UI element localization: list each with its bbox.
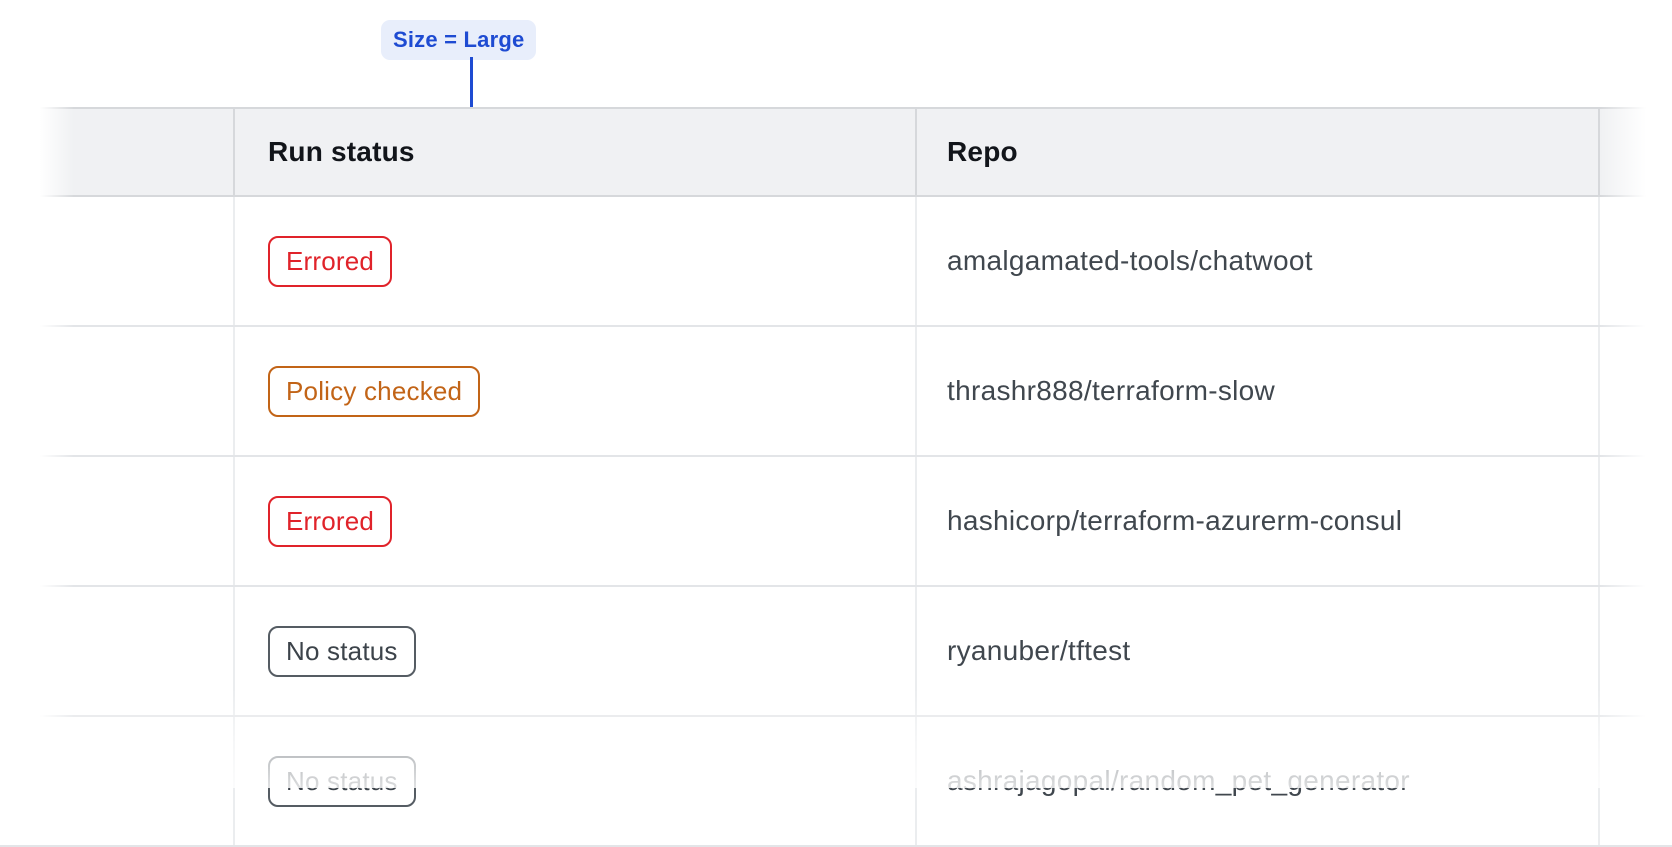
repo-cell: hashicorp/terraform-azurerm-consul <box>915 457 1598 585</box>
workspaces-table: Run status Repo Errored amalgamated-tool… <box>0 107 1672 847</box>
repo-name: ashrajagopal/random_pet_generator <box>947 765 1410 796</box>
row-trailing-cell <box>1598 197 1672 325</box>
repo-name: hashicorp/terraform-azurerm-consul <box>947 505 1403 536</box>
run-status-badge: Errored <box>268 235 393 287</box>
row-leading-cell <box>0 457 233 585</box>
table-row[interactable]: Policy checked thrashr888/terraform-slow <box>0 327 1672 457</box>
run-status-header-label: Run status <box>268 136 415 167</box>
row-trailing-cell <box>1598 457 1672 585</box>
repo-name: thrashr888/terraform-slow <box>947 375 1276 406</box>
repo-name: ryanuber/tftest <box>947 635 1131 666</box>
table-row[interactable]: No status ashrajagopal/random_pet_genera… <box>0 717 1672 847</box>
header-repo: Repo <box>915 109 1598 195</box>
row-leading-cell <box>0 717 233 845</box>
run-status-cell: No status <box>233 587 915 715</box>
row-leading-cell <box>0 327 233 455</box>
table-body: Errored amalgamated-tools/chatwoot Polic… <box>0 197 1672 847</box>
run-status-badge: Policy checked <box>268 365 481 417</box>
run-status-cell: No status <box>233 717 915 845</box>
repo-cell: ryanuber/tftest <box>915 587 1598 715</box>
annotation-chip: Size = Large <box>381 20 537 60</box>
header-trailing-cell <box>1598 109 1672 195</box>
repo-cell: ashrajagopal/random_pet_generator <box>915 717 1598 845</box>
repo-header-label: Repo <box>947 136 1018 167</box>
table-row[interactable]: Errored hashicorp/terraform-azurerm-cons… <box>0 457 1672 587</box>
header-run-status: Run status <box>233 109 915 195</box>
table-header-row: Run status Repo <box>0 107 1672 197</box>
row-leading-cell <box>0 587 233 715</box>
header-leading-cell <box>0 109 233 195</box>
repo-cell: amalgamated-tools/chatwoot <box>915 197 1598 325</box>
run-status-cell: Errored <box>233 197 915 325</box>
row-trailing-cell <box>1598 327 1672 455</box>
row-leading-cell <box>0 197 233 325</box>
run-status-badge: No status <box>268 755 416 807</box>
row-trailing-cell <box>1598 587 1672 715</box>
repo-cell: thrashr888/terraform-slow <box>915 327 1598 455</box>
row-trailing-cell <box>1598 717 1672 845</box>
run-status-badge: No status <box>268 625 416 677</box>
table-row[interactable]: Errored amalgamated-tools/chatwoot <box>0 197 1672 327</box>
run-status-badge: Errored <box>268 495 393 547</box>
run-status-cell: Errored <box>233 457 915 585</box>
table-row[interactable]: No status ryanuber/tftest <box>0 587 1672 717</box>
repo-name: amalgamated-tools/chatwoot <box>947 245 1313 276</box>
run-status-cell: Policy checked <box>233 327 915 455</box>
